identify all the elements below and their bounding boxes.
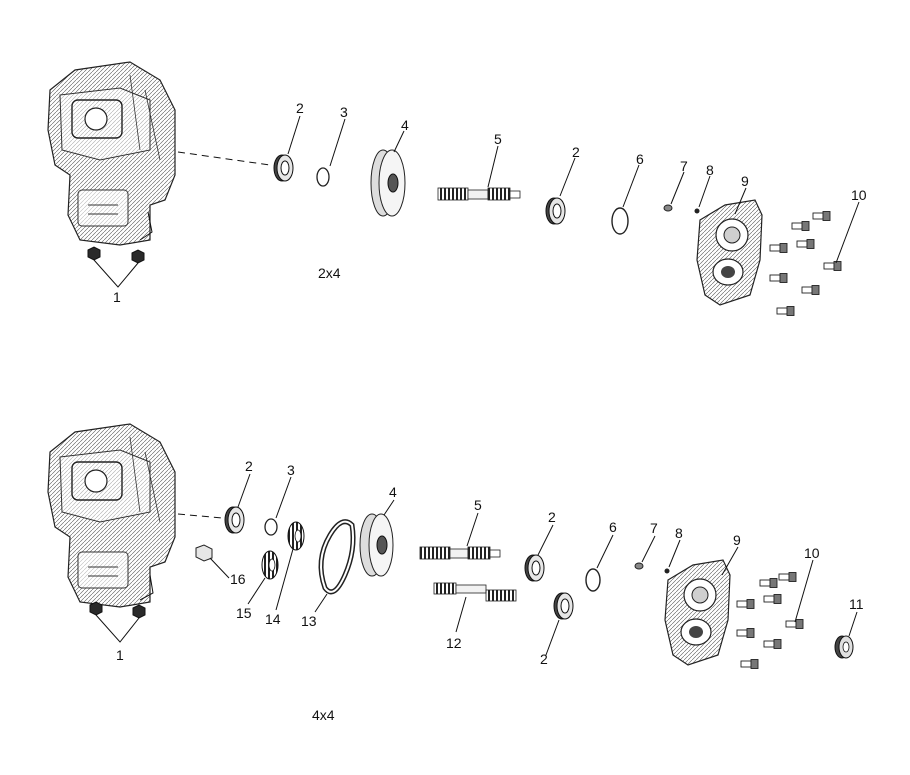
- ring-6: [611, 207, 629, 235]
- callout-5-4x4: 5: [474, 497, 482, 513]
- plug-7-4x4: [634, 562, 644, 570]
- leader-1: [93, 259, 139, 288]
- callout-11: 11: [849, 596, 864, 612]
- callout-2-4x4: 2: [245, 458, 253, 474]
- diagram-2x4: 1 2 3 4 5 2 6 7 8 9 10 2x4: [47, 61, 867, 316]
- callout-15: 15: [236, 605, 252, 621]
- ring-6-4x4: [585, 568, 601, 592]
- sprocket-15: [261, 550, 279, 580]
- callout-7-4x4: 7: [650, 520, 658, 536]
- callout-10: 10: [851, 187, 867, 203]
- chain-13: [318, 519, 356, 595]
- bearing-2-upper-4x4: [524, 554, 545, 582]
- bolts-10-4x4: [736, 572, 804, 669]
- seal-11: [834, 635, 854, 659]
- plug-16: [195, 544, 213, 562]
- gear-14: [287, 521, 305, 551]
- callout-2b-4x4: 2: [548, 509, 556, 525]
- cover-9-4x4: [664, 559, 731, 666]
- ball-8-4x4: [664, 568, 670, 574]
- assembly-axis: [177, 151, 271, 166]
- callout-8-4x4: 8: [675, 525, 683, 541]
- callout-9: 9: [741, 173, 749, 189]
- callout-9-4x4: 9: [733, 532, 741, 548]
- callout-4-4x4: 4: [389, 484, 397, 500]
- shaft-5-4x4: [419, 546, 501, 560]
- transmission-housing: [47, 61, 176, 246]
- callout-8: 8: [706, 162, 714, 178]
- callout-3: 3: [340, 104, 348, 120]
- caption-4x4: 4x4: [312, 707, 335, 723]
- assembly-axis-4x4: [177, 513, 223, 519]
- nut-1b-4x4: [132, 604, 146, 619]
- callout-4: 4: [401, 117, 409, 133]
- nut-1b: [131, 249, 145, 264]
- callout-5: 5: [494, 131, 502, 147]
- gear-disc-4: [370, 149, 406, 217]
- callout-6-4x4: 6: [609, 519, 617, 535]
- callout-12: 12: [446, 635, 462, 651]
- shaft-12: [433, 582, 517, 602]
- bearing-2-4x4: [224, 506, 245, 534]
- callout-10-4x4: 10: [804, 545, 820, 561]
- callout-1-4x4: 1: [116, 647, 124, 663]
- plug-7: [663, 204, 673, 212]
- callout-14: 14: [265, 611, 281, 627]
- caption-2x4: 2x4: [318, 265, 341, 281]
- leader-housing: [139, 211, 153, 241]
- bearing-2-second: [545, 197, 566, 225]
- callout-6: 6: [636, 151, 644, 167]
- callout-7: 7: [680, 158, 688, 174]
- nut-1a: [87, 246, 101, 261]
- shaft-5: [437, 187, 521, 201]
- callout-3-4x4: 3: [287, 462, 295, 478]
- callout-16: 16: [230, 571, 246, 587]
- washer-3: [316, 167, 330, 187]
- cover-9: [696, 199, 763, 306]
- gear-disc-4-4x4: [359, 513, 394, 577]
- transmission-housing-4x4: [47, 423, 176, 608]
- nut-1a-4x4: [89, 601, 103, 616]
- washer-3-4x4: [264, 518, 278, 536]
- bolts-10: [769, 211, 842, 316]
- callout-1: 1: [113, 289, 121, 305]
- bearing-2-lower-4x4: [553, 592, 574, 620]
- diagram-4x4: 1 2 3 4 5 2 6 7 8 9 10 11 12 2 13 14 15 …: [47, 423, 864, 723]
- bearing-2: [273, 154, 294, 182]
- callout-2: 2: [296, 100, 304, 116]
- callout-2b: 2: [572, 144, 580, 160]
- callout-2c-4x4: 2: [540, 651, 548, 667]
- callout-13: 13: [301, 613, 317, 629]
- ball-8: [694, 208, 700, 214]
